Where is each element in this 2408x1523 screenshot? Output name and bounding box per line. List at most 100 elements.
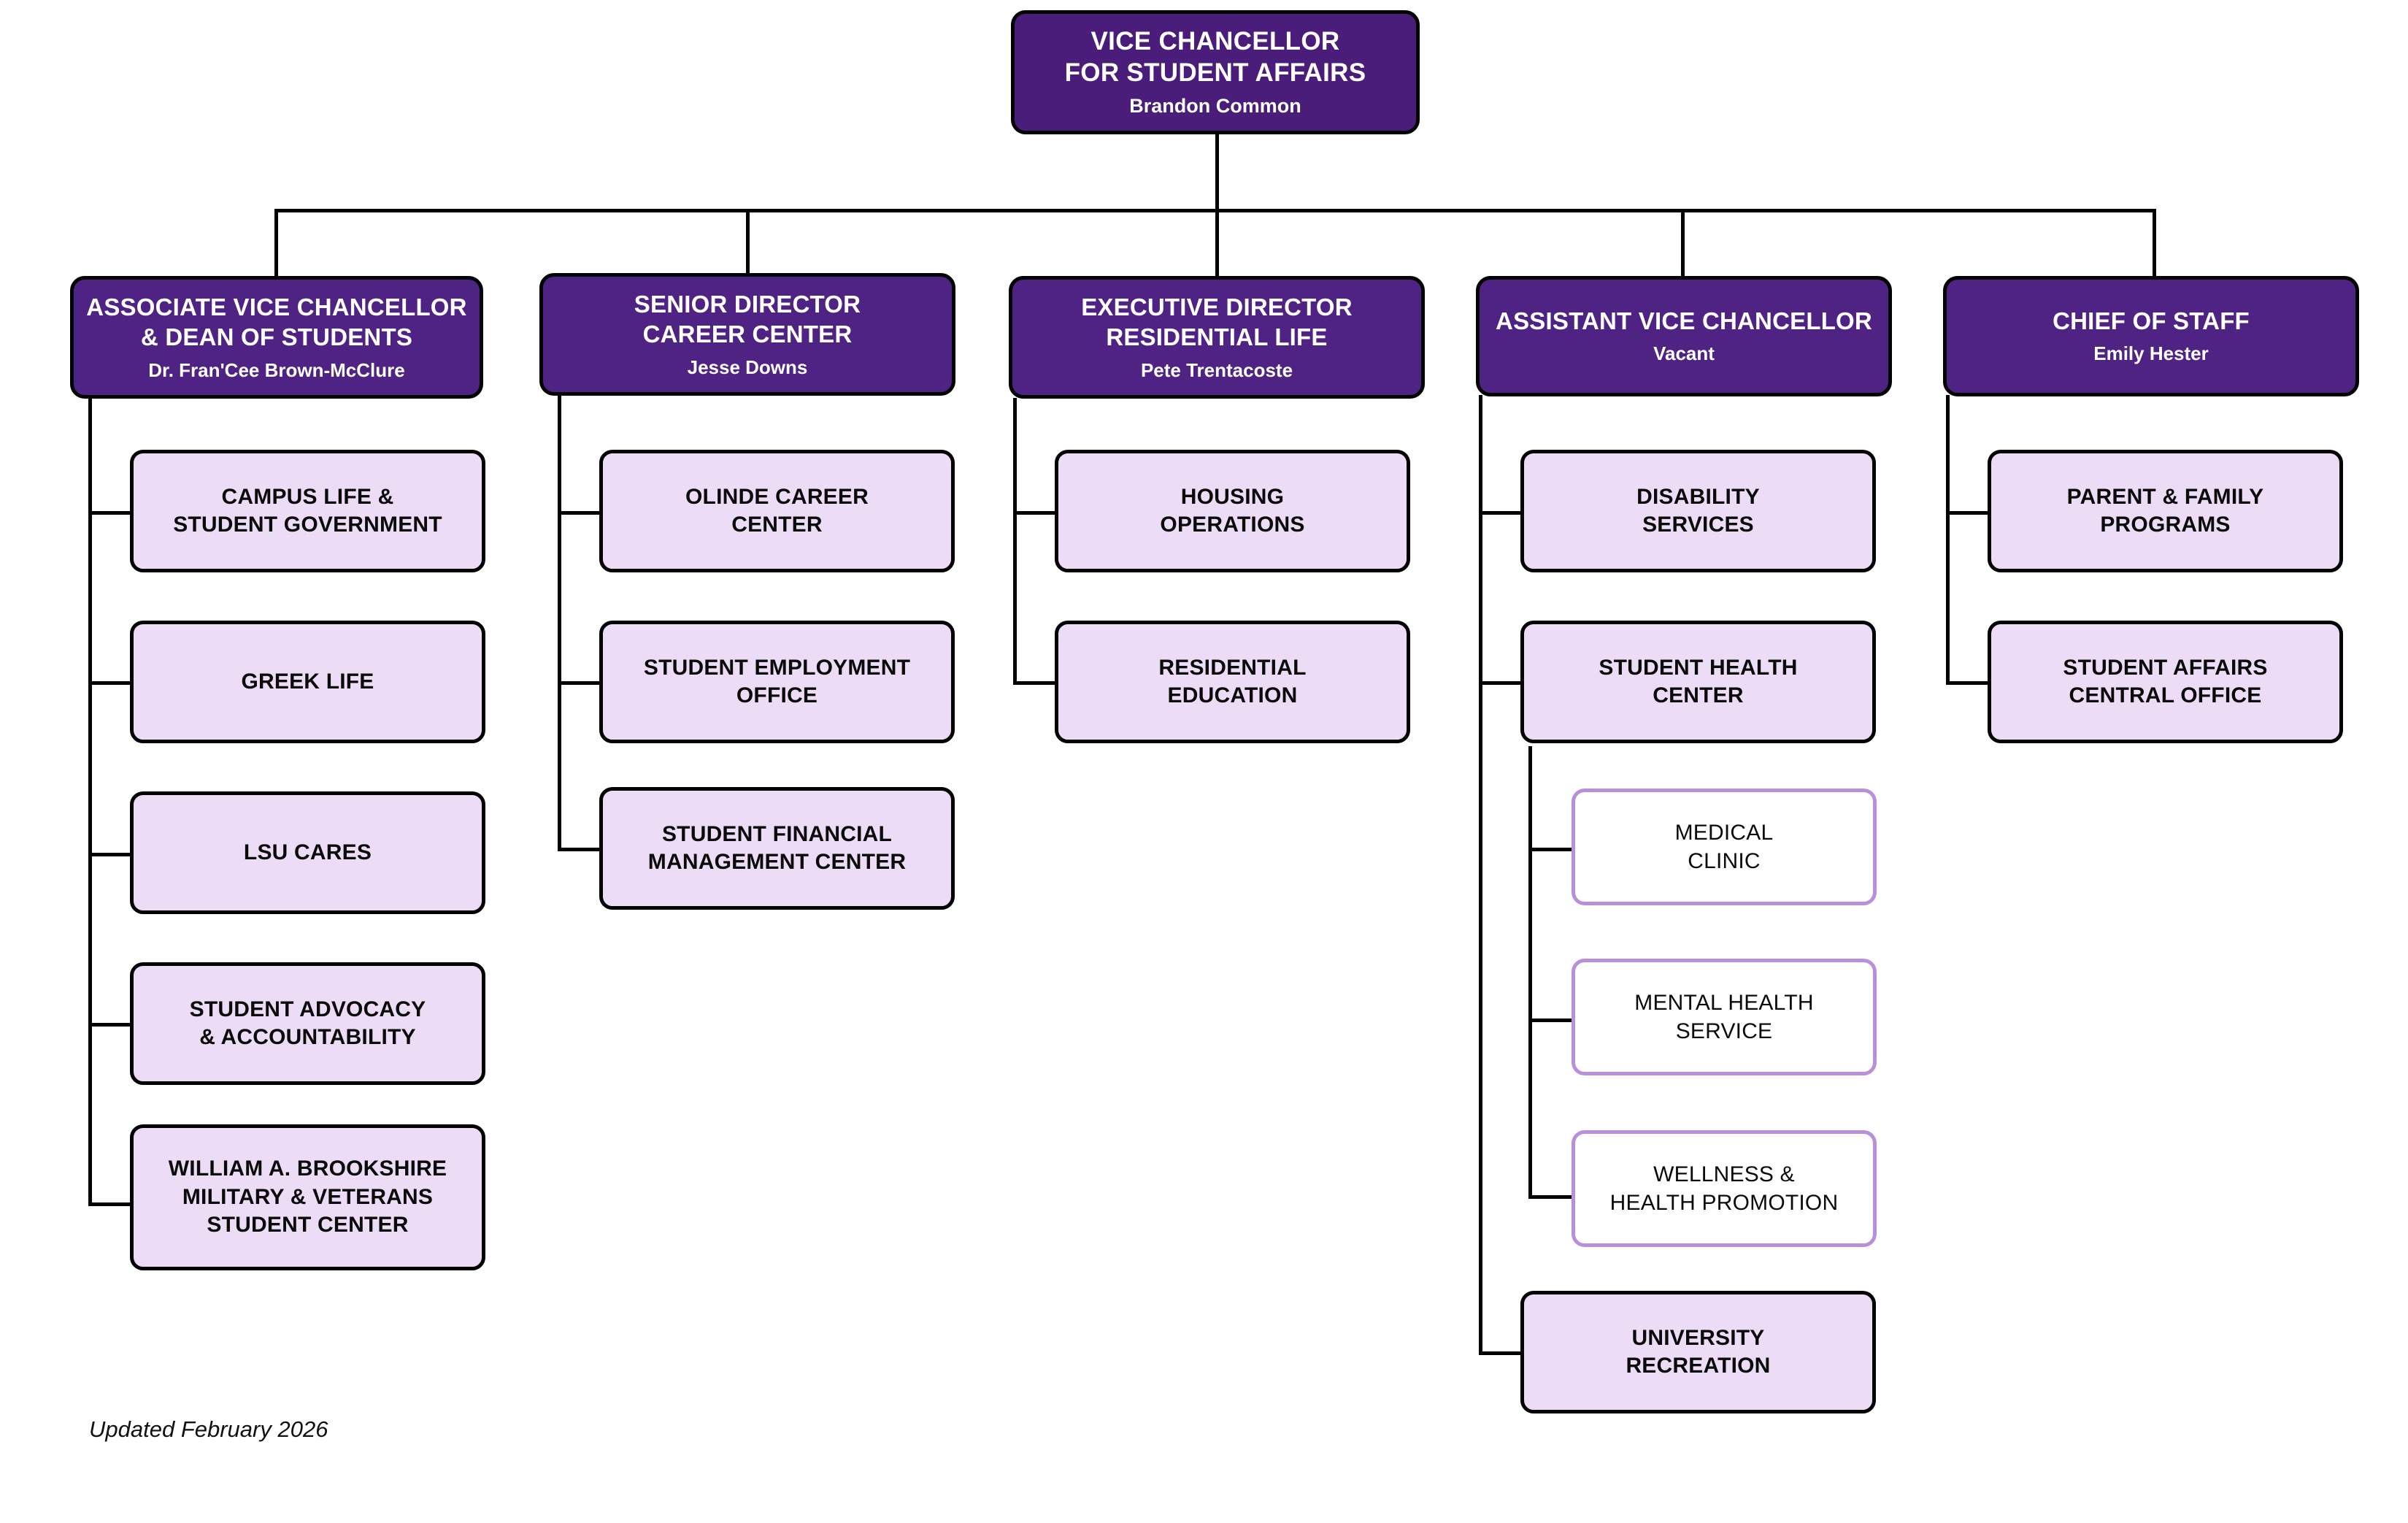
node-campus-life-student-government[interactable]: CAMPUS LIFE & STUDENT GOVERNMENT <box>130 450 485 572</box>
node-title-line-1: EXECUTIVE DIRECTOR <box>1081 293 1353 321</box>
node-student-advocacy-accountability[interactable]: STUDENT ADVOCACY & ACCOUNTABILITY <box>130 962 485 1085</box>
node-title-line-2: SERVICES <box>1642 513 1754 537</box>
node-senior-director-career-center[interactable]: SENIOR DIRECTOR CAREER CENTER Jesse Down… <box>539 273 955 396</box>
node-olinde-career-center[interactable]: OLINDE CAREER CENTER <box>599 450 955 572</box>
node-title: MENTAL HEALTH SERVICE <box>1634 989 1813 1046</box>
node-student-financial-management-center[interactable]: STUDENT FINANCIAL MANAGEMENT CENTER <box>599 787 955 910</box>
connector-trunk-assistant-vc <box>1479 395 1482 1355</box>
node-title-line-1: WELLNESS & <box>1653 1162 1795 1186</box>
connector-stub-student-health <box>1479 681 1524 685</box>
node-medical-clinic[interactable]: MEDICAL CLINIC <box>1572 789 1877 905</box>
node-title-line-2: RECREATION <box>1626 1354 1771 1378</box>
node-title-line-2: STUDENT GOVERNMENT <box>173 513 442 537</box>
node-title-line-1: STUDENT EMPLOYMENT <box>643 655 911 680</box>
node-title-line-2: HEALTH PROMOTION <box>1609 1191 1839 1215</box>
connector-stub-student-financial <box>558 848 603 851</box>
node-title: CAMPUS LIFE & STUDENT GOVERNMENT <box>173 483 442 540</box>
connector-stub-student-employment <box>558 681 603 685</box>
node-brookshire-military-veterans-student-center[interactable]: WILLIAM A. BROOKSHIRE MILITARY & VETERAN… <box>130 1124 485 1270</box>
node-greek-life[interactable]: GREEK LIFE <box>130 621 485 743</box>
node-title-line-2: PROGRAMS <box>2100 513 2231 537</box>
node-person-name: Pete Trentacoste <box>1140 358 1293 381</box>
node-title-line-1: ASSISTANT VICE CHANCELLOR <box>1496 307 1872 334</box>
node-title-line-2: MILITARY & VETERANS <box>182 1184 434 1209</box>
connector-stub-residential-education <box>1013 681 1058 685</box>
node-mental-health-service[interactable]: MENTAL HEALTH SERVICE <box>1572 959 1877 1075</box>
node-chief-of-staff[interactable]: CHIEF OF STAFF Emily Hester <box>1943 276 2359 396</box>
node-person-name: Vacant <box>1653 342 1715 365</box>
node-title: CHIEF OF STAFF <box>2053 306 2250 337</box>
node-associate-vice-chancellor[interactable]: ASSOCIATE VICE CHANCELLOR & DEAN OF STUD… <box>70 276 483 399</box>
connector-stub-housing <box>1013 511 1058 515</box>
node-person-name: Emily Hester <box>2093 342 2209 365</box>
node-title: PARENT & FAMILY PROGRAMS <box>2067 483 2264 540</box>
connector-stub-medical-clinic <box>1528 848 1574 851</box>
node-student-affairs-central-office[interactable]: STUDENT AFFAIRS CENTRAL OFFICE <box>1988 621 2343 743</box>
node-title-line-1: STUDENT ADVOCACY <box>189 997 426 1021</box>
node-student-employment-office[interactable]: STUDENT EMPLOYMENT OFFICE <box>599 621 955 743</box>
node-title: RESIDENTIAL EDUCATION <box>1158 654 1306 710</box>
node-title: ASSISTANT VICE CHANCELLOR <box>1496 306 1872 337</box>
node-title-line-2: FOR STUDENT AFFAIRS <box>1064 58 1366 87</box>
connector-drop-assistant-vc <box>1681 209 1685 278</box>
node-title-line-1: ASSOCIATE VICE CHANCELLOR <box>86 293 467 321</box>
node-title-line-1: STUDENT AFFAIRS <box>2063 655 2268 680</box>
node-university-recreation[interactable]: UNIVERSITY RECREATION <box>1520 1291 1876 1413</box>
node-executive-director-residential-life[interactable]: EXECUTIVE DIRECTOR RESIDENTIAL LIFE Pete… <box>1009 276 1425 399</box>
node-title-line-1: CAMPUS LIFE & <box>221 484 394 509</box>
connector-drop-chief <box>2153 209 2156 278</box>
connector-stub-wellness <box>1528 1195 1574 1199</box>
connector-drop-avc <box>274 209 278 278</box>
node-title-line-2: & ACCOUNTABILITY <box>199 1025 416 1049</box>
node-title-line-2: CAREER CENTER <box>642 321 853 348</box>
node-title-line-2: CLINIC <box>1688 849 1761 873</box>
node-title-line-1: OLINDE CAREER <box>685 484 869 509</box>
connector-stub-olinde <box>558 511 603 515</box>
connector-stub-mental-health <box>1528 1018 1574 1022</box>
node-title-line-1: LSU CARES <box>243 840 372 864</box>
node-title: STUDENT ADVOCACY & ACCOUNTABILITY <box>190 996 426 1052</box>
node-title: UNIVERSITY RECREATION <box>1626 1324 1770 1381</box>
node-title: LSU CARES <box>244 839 372 867</box>
node-title: HOUSING OPERATIONS <box>1160 483 1304 540</box>
connector-trunk-student-health <box>1528 746 1532 1199</box>
node-title: GREEK LIFE <box>241 668 374 696</box>
node-residential-education[interactable]: RESIDENTIAL EDUCATION <box>1055 621 1410 743</box>
connector-stub-university-recreation <box>1479 1351 1524 1355</box>
node-title: WELLNESS & HEALTH PROMOTION <box>1610 1160 1839 1217</box>
node-title-line-2: & DEAN OF STUDENTS <box>140 323 413 351</box>
node-wellness-health-promotion[interactable]: WELLNESS & HEALTH PROMOTION <box>1572 1130 1877 1247</box>
node-title: STUDENT HEALTH CENTER <box>1599 654 1797 710</box>
node-vice-chancellor[interactable]: VICE CHANCELLOR FOR STUDENT AFFAIRS Bran… <box>1011 10 1420 134</box>
node-title-line-1: MENTAL HEALTH <box>1634 991 1814 1015</box>
node-title-line-2: SERVICE <box>1675 1019 1773 1043</box>
node-housing-operations[interactable]: HOUSING OPERATIONS <box>1055 450 1410 572</box>
node-lsu-cares[interactable]: LSU CARES <box>130 791 485 914</box>
node-student-health-center[interactable]: STUDENT HEALTH CENTER <box>1520 621 1876 743</box>
node-title: STUDENT AFFAIRS CENTRAL OFFICE <box>2063 654 2267 710</box>
node-title-line-1: WILLIAM A. BROOKSHIRE <box>168 1156 447 1181</box>
node-title: SENIOR DIRECTOR CAREER CENTER <box>634 289 861 350</box>
node-title-line-1: CHIEF OF STAFF <box>2053 307 2250 334</box>
node-title-line-2: OFFICE <box>736 683 818 707</box>
node-title-line-1: UNIVERSITY <box>1631 1325 1765 1350</box>
node-title: DISABILITY SERVICES <box>1636 483 1760 540</box>
node-title-line-1: STUDENT FINANCIAL <box>661 821 893 846</box>
node-title: WILLIAM A. BROOKSHIRE MILITARY & VETERAN… <box>169 1155 447 1239</box>
node-parent-family-programs[interactable]: PARENT & FAMILY PROGRAMS <box>1988 450 2343 572</box>
connector-trunk-chief <box>1946 395 1950 684</box>
node-disability-services[interactable]: DISABILITY SERVICES <box>1520 450 1876 572</box>
connector-stub-student-advocacy <box>88 1023 134 1027</box>
node-title-line-2: EDUCATION <box>1167 683 1298 707</box>
node-title: MEDICAL CLINIC <box>1675 818 1774 875</box>
node-title: STUDENT EMPLOYMENT OFFICE <box>644 654 910 710</box>
updated-date-note: Updated February 2026 <box>89 1416 328 1442</box>
node-title: VICE CHANCELLOR FOR STUDENT AFFAIRS <box>1065 26 1366 89</box>
node-title-line-2: CENTER <box>731 513 823 537</box>
connector-stub-disability <box>1479 511 1524 515</box>
node-title-line-2: RESIDENTIAL LIFE <box>1106 323 1328 351</box>
connector-stub-central-office <box>1946 681 1991 685</box>
node-assistant-vice-chancellor[interactable]: ASSISTANT VICE CHANCELLOR Vacant <box>1476 276 1892 396</box>
connector-root-stem <box>1215 133 1219 212</box>
